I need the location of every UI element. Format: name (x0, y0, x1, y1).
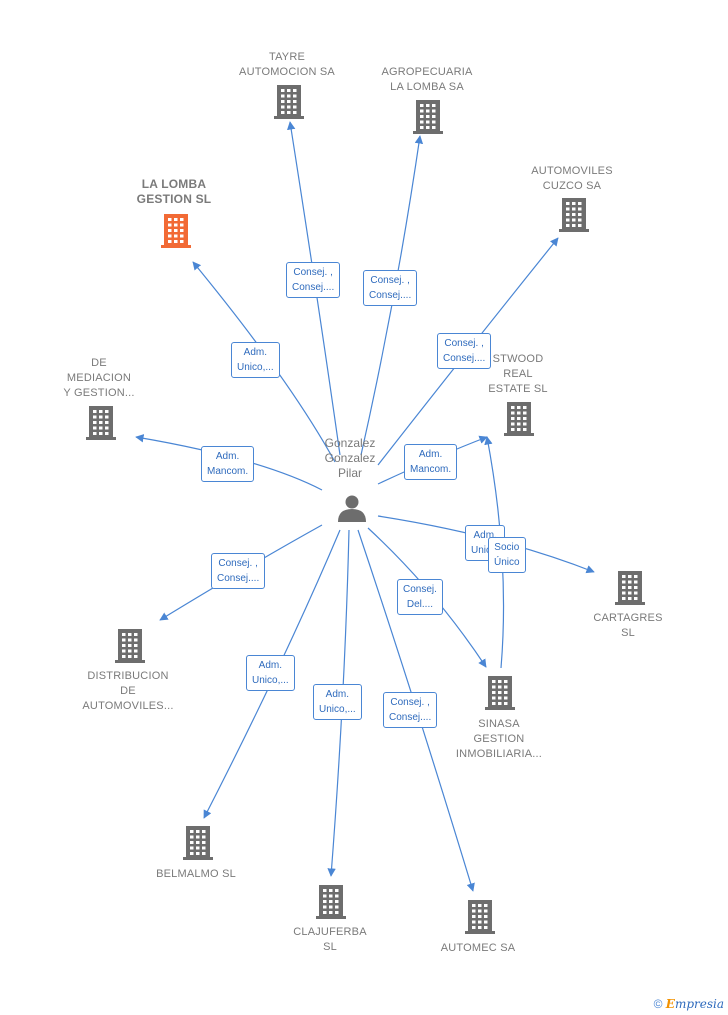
company-name-eastwood[interactable]: STWOOD REAL ESTATE SL (488, 353, 548, 395)
company-name-tayre[interactable]: TAYRE AUTOMOCION SA (239, 51, 335, 78)
building-icon[interactable] (615, 571, 645, 605)
company-name-cuzco[interactable]: AUTOMOVILES CUZCO SA (531, 165, 613, 192)
building-icon[interactable] (161, 214, 191, 248)
edge-label-eastwood[interactable]: Socio Único (488, 537, 526, 573)
edge-label-lalomba[interactable]: Adm. Unico,... (231, 342, 280, 378)
company-name-mediacion[interactable]: DE MEDIACION Y GESTION... (63, 357, 135, 399)
company-name-belmalmo[interactable]: BELMALMO SL (156, 868, 236, 880)
edge-label-eastwood[interactable]: Adm. Mancom. (404, 444, 458, 480)
edge-label-agropecuaria[interactable]: Consej. , Consej.... (363, 270, 418, 306)
building-icon[interactable] (413, 100, 443, 134)
building-icon[interactable] (115, 629, 145, 663)
brand-logo: Empresia (665, 997, 724, 1011)
brand-footer: © Empresia (654, 997, 724, 1011)
building-icon[interactable] (183, 826, 213, 860)
edge-label-cuzco[interactable]: Consej. , Consej.... (437, 333, 492, 369)
company-name-lalomba[interactable]: LA LOMBA GESTION SL (136, 177, 212, 206)
edge-label-tayre[interactable]: Consej. , Consej.... (286, 262, 341, 298)
company-name-automec[interactable]: AUTOMEC SA (440, 942, 516, 954)
person-name[interactable]: Gonzalez Gonzalez Pilar (324, 436, 376, 480)
building-icon[interactable] (86, 406, 116, 440)
company-name-sinasa[interactable]: SINASA GESTION INMOBILIARIA... (455, 718, 543, 760)
edge-label-mediacion[interactable]: Adm. Mancom. (201, 446, 255, 482)
edge-label-sinasa[interactable]: Consej. Del.... (397, 579, 443, 615)
company-name-distribucion[interactable]: DISTRIBUCION DE AUTOMOVILES... (82, 670, 174, 712)
building-icon[interactable] (559, 198, 589, 232)
copyright-icon: © (653, 997, 663, 1011)
edge-label-distribucion[interactable]: Consej. , Consej.... (211, 553, 266, 589)
company-name-agropecuaria[interactable]: AGROPECUARIA LA LOMBA SA (381, 66, 473, 93)
building-icon[interactable] (485, 676, 515, 710)
edge-label-belmalmo[interactable]: Adm. Unico,... (246, 655, 295, 691)
building-icon[interactable] (316, 885, 346, 919)
building-icon[interactable] (274, 85, 304, 119)
building-icon[interactable] (465, 900, 495, 934)
building-icon[interactable] (504, 402, 534, 436)
edge-label-clajuferba[interactable]: Adm. Unico,... (313, 684, 362, 720)
company-name-cartagres[interactable]: CARTAGRES SL (593, 612, 663, 639)
person-icon[interactable] (338, 495, 366, 523)
edge-label-automec[interactable]: Consej. , Consej.... (383, 692, 438, 728)
company-name-clajuferba[interactable]: CLAJUFERBA SL (293, 926, 367, 953)
